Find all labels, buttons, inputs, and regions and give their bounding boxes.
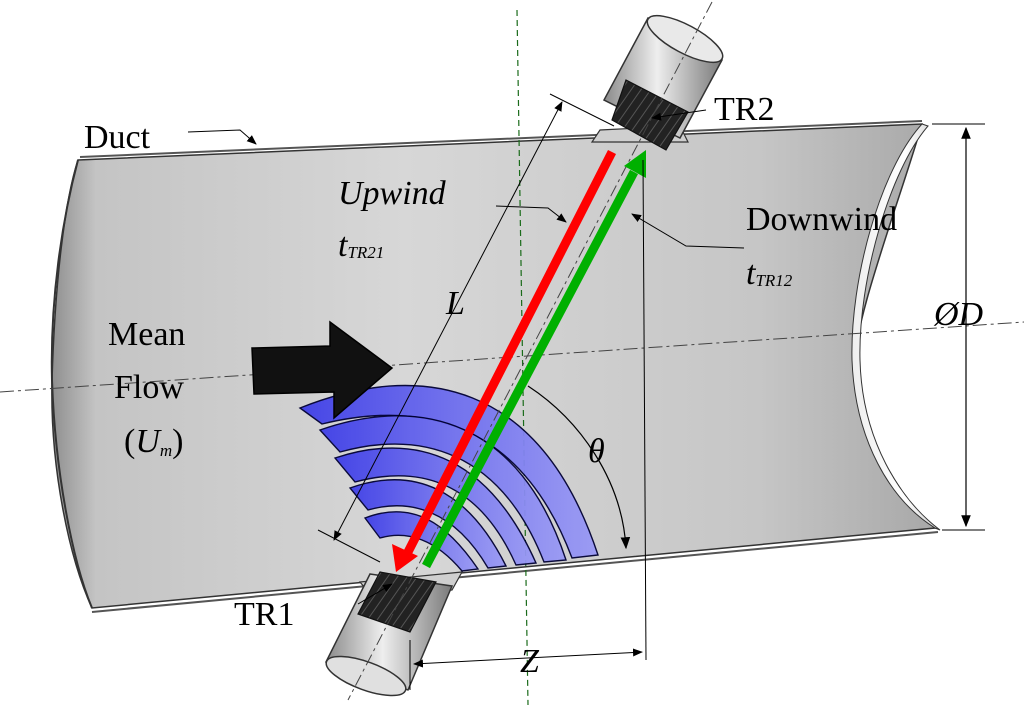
upwind-arrow-head [392, 544, 418, 572]
upwind-time-label: tTR21 [338, 227, 384, 264]
length-dim-line [333, 101, 563, 541]
duct-inner-rim [851, 123, 941, 531]
tr1-leader [357, 583, 393, 605]
downwind-arrow-head [624, 150, 646, 178]
duct-body [50, 120, 941, 613]
theta-angle-arc [527, 385, 631, 550]
diameter-dimension [932, 123, 985, 531]
mean-flow-paren-open: ( [124, 423, 135, 460]
lower-port-opening [325, 655, 407, 697]
tr2-leader [651, 109, 707, 121]
downwind-leader [631, 213, 745, 249]
mean-flow-label-line1: Mean [108, 316, 185, 353]
z-ext-right [642, 159, 647, 661]
downwind-label: Downwind [746, 201, 897, 238]
upwind-label: Upwind [338, 175, 447, 212]
downwind-time-label: tTR12 [746, 255, 793, 292]
z-label: Z [520, 643, 540, 680]
length-ext-top [549, 93, 615, 127]
theta-label: θ [588, 433, 605, 470]
downwind-time-main: t [746, 255, 757, 292]
upper-port-opening [646, 14, 724, 64]
z-dimension [409, 159, 647, 690]
mean-flow-sub: m [160, 441, 172, 460]
duct-left-edge [50, 159, 93, 609]
upwind-leader [495, 205, 567, 223]
mean-flow-paren-close: ) [172, 423, 183, 460]
mean-flow-label-line2: Flow [114, 369, 184, 406]
z-dim-line [413, 648, 643, 668]
duct-label: Duct [84, 119, 151, 156]
tr1-label: TR1 [234, 596, 294, 633]
upper-transducer-port [590, 14, 724, 151]
diameter-label: ØD [933, 296, 984, 333]
length-ext-bottom [317, 529, 381, 563]
duct-shell [51, 123, 937, 609]
downwind-time-sub: TR12 [755, 271, 792, 290]
duct-leader [187, 129, 257, 145]
duct-bottom-edge [91, 531, 939, 613]
mean-flow-label-line3: (Um) [124, 423, 184, 460]
length-dimension [317, 93, 615, 563]
tr2-label: TR2 [714, 91, 774, 128]
upwind-time-main: t [338, 227, 349, 264]
upwind-time-sub: TR21 [347, 243, 384, 262]
tr2-transducer [611, 79, 689, 151]
length-label: L [445, 285, 465, 322]
mean-flow-var: U [135, 423, 162, 460]
lower-transducer-port [324, 571, 464, 697]
